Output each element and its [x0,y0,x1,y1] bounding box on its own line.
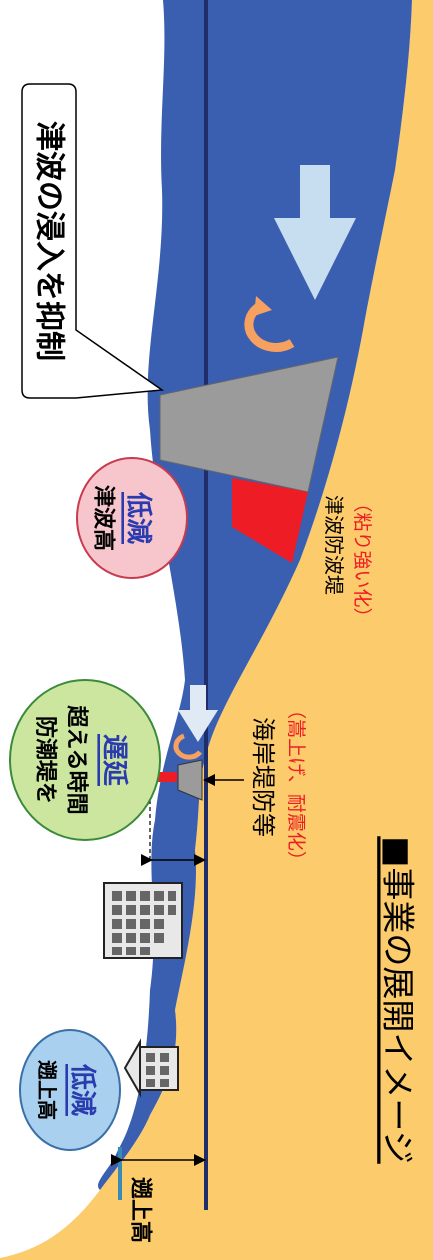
house-icon [123,1038,179,1098]
bubble-tsunami-height-line1: 津波高 [91,485,117,551]
bubble-tsunami-height-line2: 低減 [123,491,153,544]
bubble-delay-line2: 超える時間 [64,705,89,814]
seawall-force-arrow [178,685,218,742]
bubble-delay [9,679,161,841]
tsunami-force-arrow [274,165,356,300]
bubble-delay-line1: 防潮堤を [33,716,58,804]
seawall-label: 海岸堤防等 [249,717,277,837]
bubble-delay-line3: 遅延 [99,734,129,787]
bubble-runup [19,1029,121,1151]
swirl-icon [244,302,295,352]
runup-height-label: 遡上高 [128,1177,154,1243]
breakwater-detail-label: （粘り強い化） [351,493,373,626]
small-swirl-icon [173,733,203,760]
bubble-tsunami-height [76,457,188,579]
callout-bubble-shape [21,83,165,399]
callout-text: 津波の浸入を抑制 [32,121,67,361]
bubble-runup-line1: 遡上高 [35,1060,59,1120]
bubble-runup-line2: 低減 [67,1063,97,1116]
breakwater-label: 津波防波堤 [322,495,346,595]
coastal-seawall [177,759,203,801]
breakwater-reinforcement [232,478,308,563]
seawall-detail-label: （嵩上げ、耐震化） [285,700,307,870]
building-icon [103,882,183,959]
seawall-crest-red [157,772,177,782]
swirl-arrowhead [254,296,272,316]
page-title: ■事業の展開イメージ [379,836,418,1164]
